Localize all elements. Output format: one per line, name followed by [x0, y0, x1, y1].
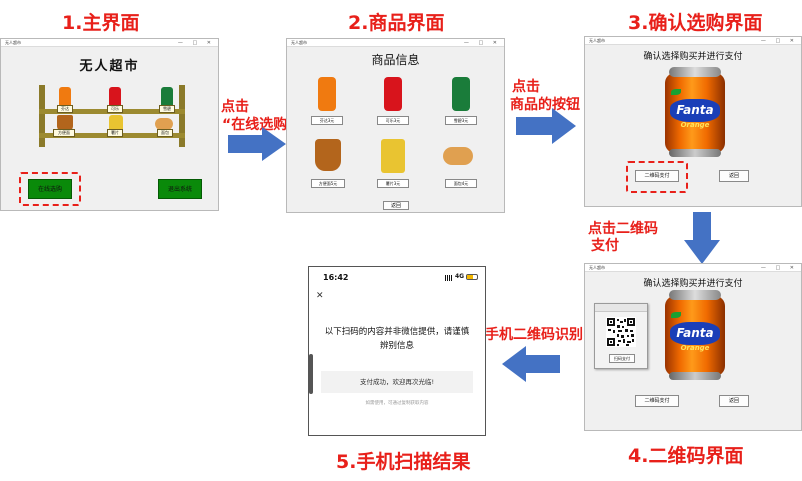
chips-bag-icon [381, 139, 405, 173]
fanta-can-image: Fanta Orange [665, 67, 725, 157]
online-buy-button[interactable]: 在线选购 [28, 179, 72, 199]
confirm-title: 确认选择购买并进行支付 [643, 52, 743, 62]
window-controls[interactable]: — □ ✕ [760, 265, 798, 271]
fanta-can-image: Fanta Orange [665, 290, 725, 380]
goods-window-title: 无人超市 [291, 40, 307, 45]
qr-window-titlebar: 无人超市 — □ ✕ [585, 264, 801, 272]
goods-window-titlebar: 无人超市 — □ ✕ [287, 39, 504, 47]
qr-pay-button[interactable]: 二维码支付 [635, 170, 679, 182]
qr-popup: 扫码支付 [594, 303, 648, 369]
cola-can-icon [384, 77, 402, 111]
qr-code-image [606, 317, 636, 347]
arrow4-label: 手机二维码识别 [485, 327, 583, 343]
highlight-qr-button [626, 161, 688, 193]
can-sub-text: Orange [680, 344, 710, 352]
main-window-title: 无人超市 [5, 40, 21, 45]
shelf: 芬达 可乐 雪碧 方便面 薯片 面包 [39, 85, 185, 147]
arrow-left [502, 346, 560, 382]
step1-title: 1.主界面 [62, 12, 140, 34]
phone-signal-icon [445, 275, 453, 281]
qr-pay-button[interactable]: 二维码支付 [635, 395, 679, 407]
noodle-cup-icon [315, 139, 341, 171]
product-button-sprite[interactable]: 雪碧3元 [445, 116, 477, 125]
confirm-window-titlebar: 无人超市 — □ ✕ [585, 37, 801, 45]
qr-window-title: 无人超市 [589, 265, 605, 270]
bread-icon [155, 118, 173, 130]
step4-title: 4.二维码界面 [628, 445, 744, 467]
arrow-down [684, 212, 720, 264]
phone-screen: 16:42 4G ✕ 以下扫码的内容并非微信提供，请谨慎辨别信息 支付成功，欢迎… [308, 266, 486, 436]
can-logo-text: Fanta [669, 322, 721, 345]
chips-bag-icon [109, 115, 123, 132]
phone-battery-icon [466, 274, 478, 280]
confirm-window: 无人超市 — □ ✕ 确认选择购买并进行支付 Fanta Orange 二维码支… [584, 36, 802, 207]
shelf-label: 薯片 [107, 129, 123, 137]
fanta-can-icon [59, 87, 71, 109]
arrow1-label-line1: 点击 [221, 99, 249, 115]
phone-hint: 如需使用，可通过复制获取内容 [365, 401, 429, 406]
qr-confirm-title: 确认选择购买并进行支付 [643, 279, 743, 289]
can-sub-text: Orange [680, 121, 710, 129]
arrow-right-1 [228, 127, 286, 161]
sprite-can-icon [452, 77, 470, 111]
arrow-right-2 [516, 108, 576, 144]
phone-message: 以下扫码的内容并非微信提供，请谨慎辨别信息 [324, 327, 470, 351]
qr-window: 无人超市 — □ ✕ 确认选择购买并进行支付 Fanta Orange 扫码支付… [584, 263, 802, 431]
highlight-buy-button [19, 172, 81, 206]
shelf-label: 面包 [157, 129, 173, 137]
bread-icon [443, 147, 473, 165]
main-title: 无人超市 [79, 59, 140, 74]
phone-result-box: 支付成功，欢迎再次光临! [321, 371, 473, 393]
arrow2-label-line1: 点击 [512, 79, 540, 95]
arrow3-label-line2: 支付 [591, 238, 619, 254]
shelf-label: 方便面 [53, 129, 75, 137]
main-window: 无人超市 — □ ✕ 无人超市 芬达 可乐 雪碧 方便面 薯片 面包 在线选购 … [0, 38, 219, 211]
noodle-cup-icon [57, 115, 73, 132]
phone-network: 4G [455, 273, 465, 280]
confirm-back-button[interactable]: 返回 [719, 170, 749, 182]
arrow2-label-line2: 商品的按钮 [510, 97, 580, 113]
phone-side-tab [309, 354, 313, 394]
can-logo-text: Fanta [669, 99, 721, 122]
product-button-noodle[interactable]: 方便面5元 [311, 179, 345, 188]
window-controls[interactable]: — □ ✕ [463, 40, 501, 46]
product-button-fanta[interactable]: 芬达3元 [311, 116, 343, 125]
main-window-titlebar: 无人超市 — □ ✕ [1, 39, 218, 47]
shelf-label: 雪碧 [159, 105, 175, 113]
exit-system-button[interactable]: 退出系统 [158, 179, 202, 199]
goods-window: 无人超市 — □ ✕ 商品信息 芬达3元 可乐3元 雪碧3元 方便面5元 薯片3… [286, 38, 505, 213]
product-button-chips[interactable]: 薯片3元 [377, 179, 409, 188]
product-button-bread[interactable]: 面包4元 [445, 179, 477, 188]
phone-result-text: 支付成功，欢迎再次光临! [359, 378, 435, 386]
cola-can-icon [109, 87, 121, 109]
arrow3-label-line1: 点击二维码 [588, 221, 658, 237]
sprite-can-icon [161, 87, 173, 109]
confirm-window-title: 无人超市 [589, 38, 605, 43]
shelf-label: 芬达 [57, 105, 73, 113]
goods-back-button[interactable]: 返回 [383, 201, 409, 210]
step5-title: 5.手机扫描结果 [336, 451, 471, 473]
popup-scan-pay-button[interactable]: 扫码支付 [609, 354, 635, 363]
step2-title: 2.商品界面 [348, 12, 445, 34]
window-controls[interactable]: — □ ✕ [177, 40, 215, 46]
product-button-cola[interactable]: 可乐3元 [377, 116, 409, 125]
fanta-can-icon [318, 77, 336, 111]
shelf-label: 可乐 [107, 105, 123, 113]
goods-title: 商品信息 [371, 53, 420, 67]
close-icon[interactable]: ✕ [316, 291, 324, 301]
window-controls[interactable]: — □ ✕ [760, 38, 798, 44]
qr-back-button[interactable]: 返回 [719, 395, 749, 407]
phone-status-time: 16:42 [323, 273, 349, 282]
step3-title: 3.确认选购界面 [628, 12, 763, 34]
